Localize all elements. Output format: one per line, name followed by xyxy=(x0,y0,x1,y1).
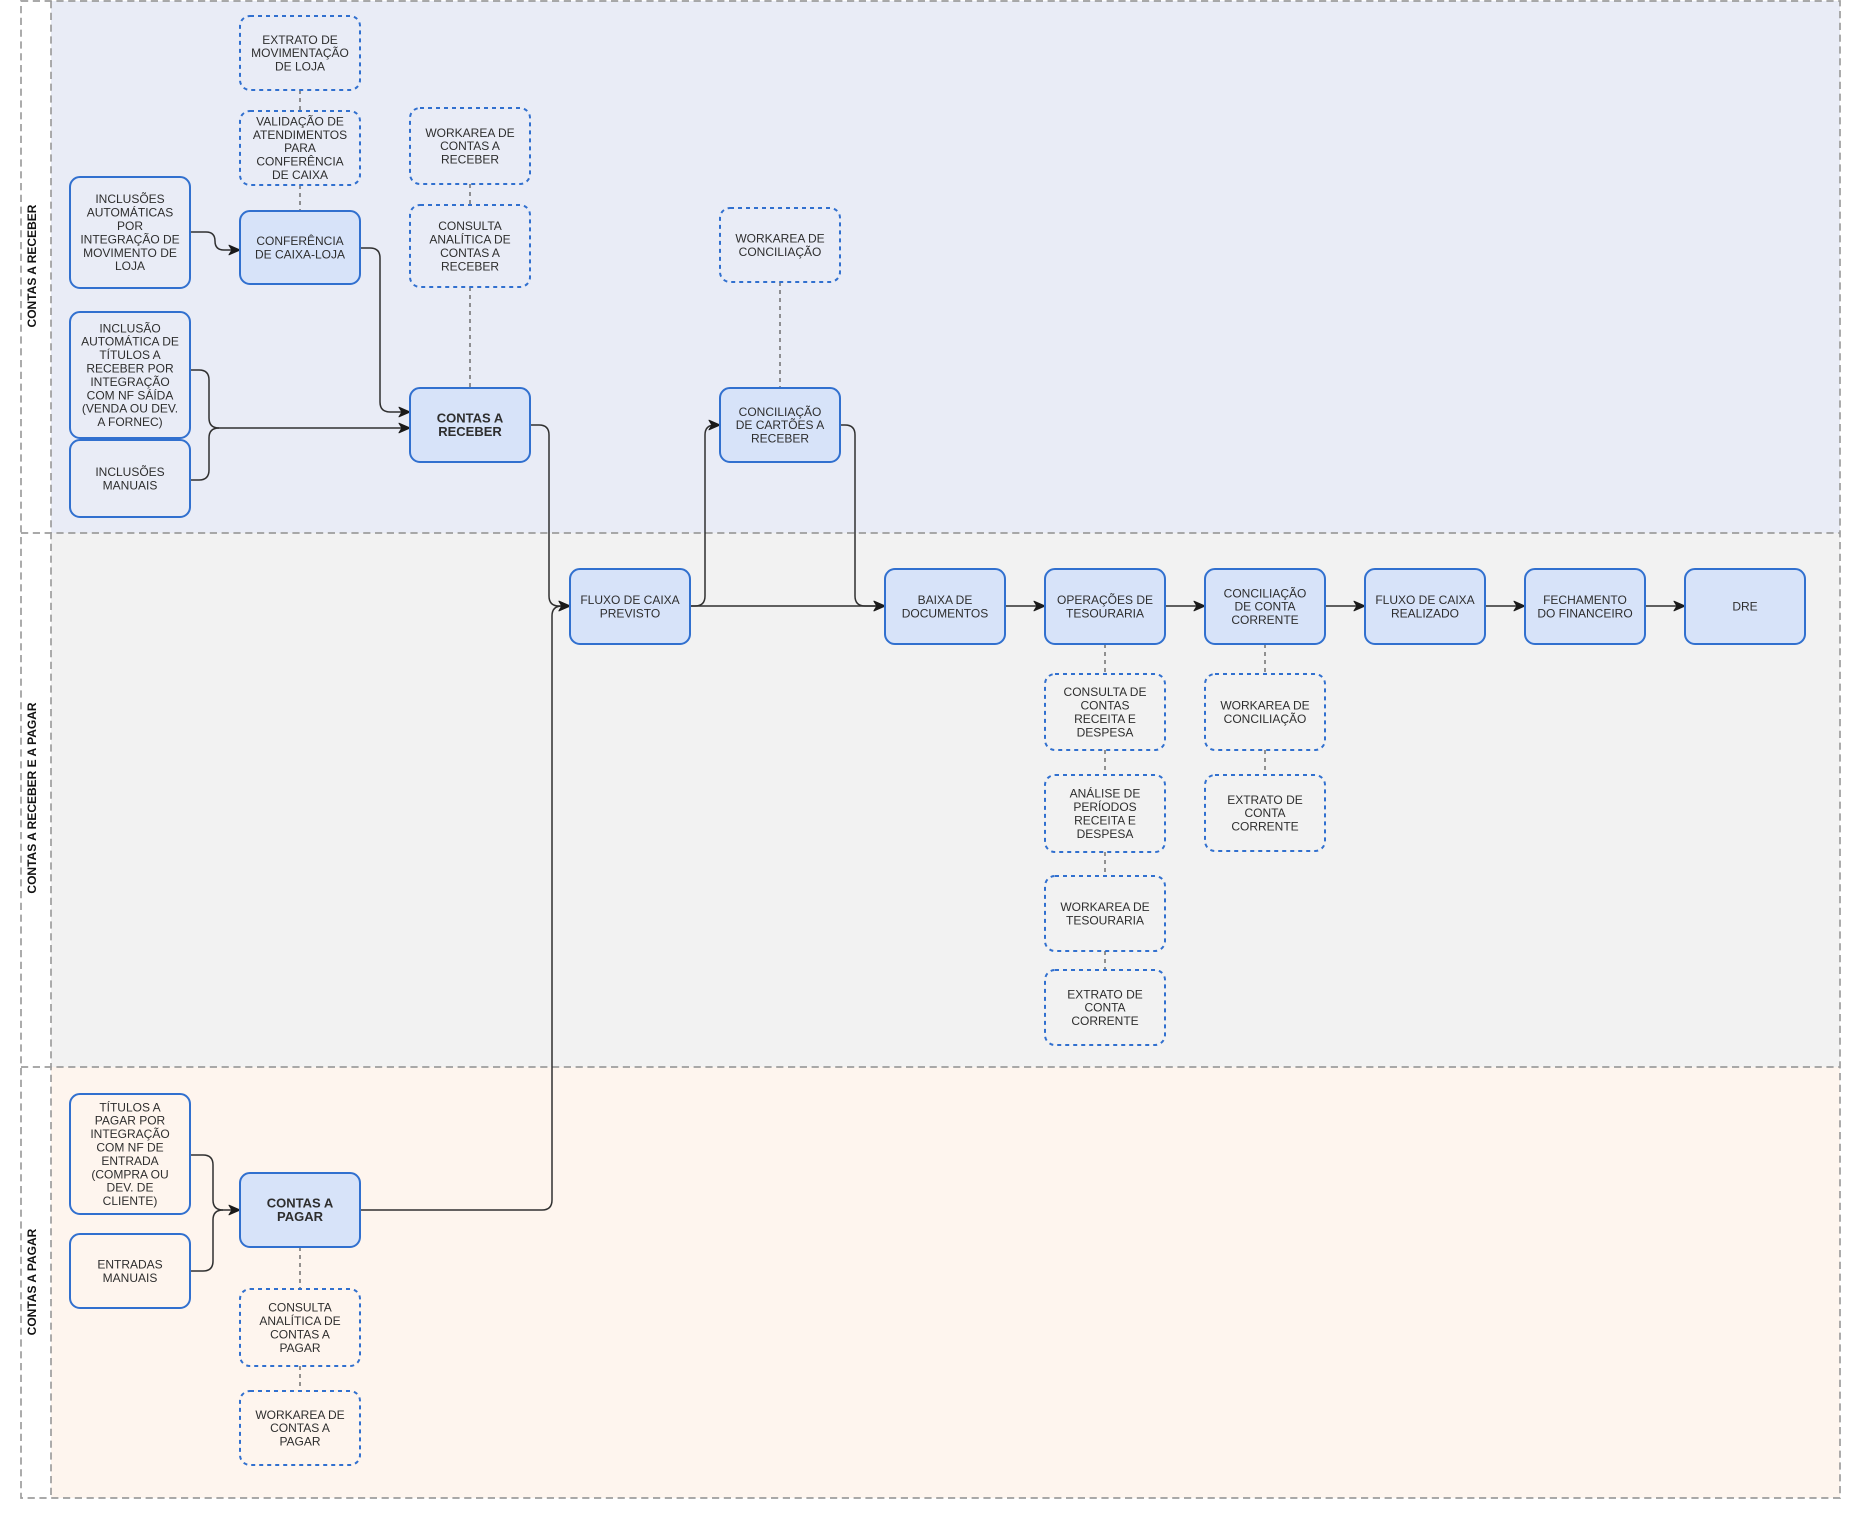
svg-text:CONTAS A PAGAR: CONTAS A PAGAR xyxy=(25,1228,39,1335)
svg-text:DRE: DRE xyxy=(1732,600,1757,614)
svg-text:CONTAS A RECEBER: CONTAS A RECEBER xyxy=(25,204,39,327)
svg-text:CONTAS A RECEBER E A PAGAR: CONTAS A RECEBER E A PAGAR xyxy=(25,702,39,893)
